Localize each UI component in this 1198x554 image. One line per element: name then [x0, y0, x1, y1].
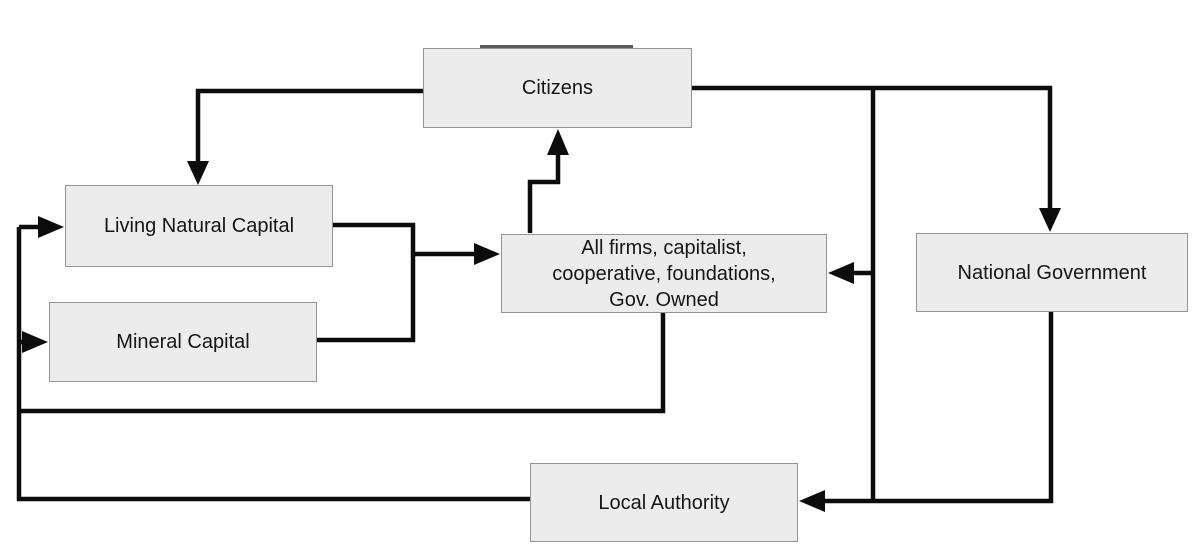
node-firms-label-line3: Gov. Owned	[609, 288, 719, 311]
edge-firms-feedback-to-left-rail	[17, 313, 666, 414]
node-local-authority: Local Authority	[530, 463, 798, 542]
node-firms-label-line1: All firms, capitalist,	[581, 236, 747, 259]
arrowhead-into-citizens-bottom	[547, 129, 569, 155]
arrowhead-into-firms-left	[474, 243, 500, 265]
edge-left-rail-local-authority	[16, 227, 530, 502]
arrowhead-into-national-government-top	[1039, 208, 1061, 232]
node-citizens-label: Citizens	[521, 77, 594, 99]
node-national-government-label: National Government	[957, 261, 1147, 284]
arrowhead-into-mineral-capital-left	[22, 331, 48, 353]
arrowhead-into-local-authority-right	[799, 490, 825, 512]
node-citizens: Citizens	[423, 48, 692, 128]
node-mineral-capital-label: Mineral Capital	[116, 331, 250, 353]
edge-firms-to-citizens	[527, 150, 561, 233]
node-living-natural-capital-label: Living Natural Capital	[103, 215, 295, 237]
edge-living-natural-capital-to-firms	[333, 222, 416, 254]
edge-citizens-to-living-natural-capital	[195, 88, 423, 164]
arrowhead-into-firms-right	[828, 262, 854, 284]
node-mineral-capital: Mineral Capital	[49, 302, 317, 382]
node-national-government: National Government	[916, 233, 1188, 312]
arrowhead-into-living-natural-capital-top	[187, 161, 209, 185]
node-local-authority-label: Local Authority	[598, 491, 730, 514]
node-firms-label-line2: cooperative, foundations,	[552, 262, 776, 285]
edge-citizens-to-national-government	[692, 85, 1053, 212]
edge-mineral-capital-to-firms	[317, 254, 416, 343]
node-living-natural-capital: Living Natural Capital	[65, 185, 333, 267]
arrowhead-into-living-natural-capital-left	[38, 216, 64, 238]
citizens-top-border-artifact	[480, 45, 633, 49]
edge-national-government-to-local-authority	[822, 312, 1054, 504]
node-firms: All firms, capitalist, cooperative, foun…	[501, 234, 827, 313]
